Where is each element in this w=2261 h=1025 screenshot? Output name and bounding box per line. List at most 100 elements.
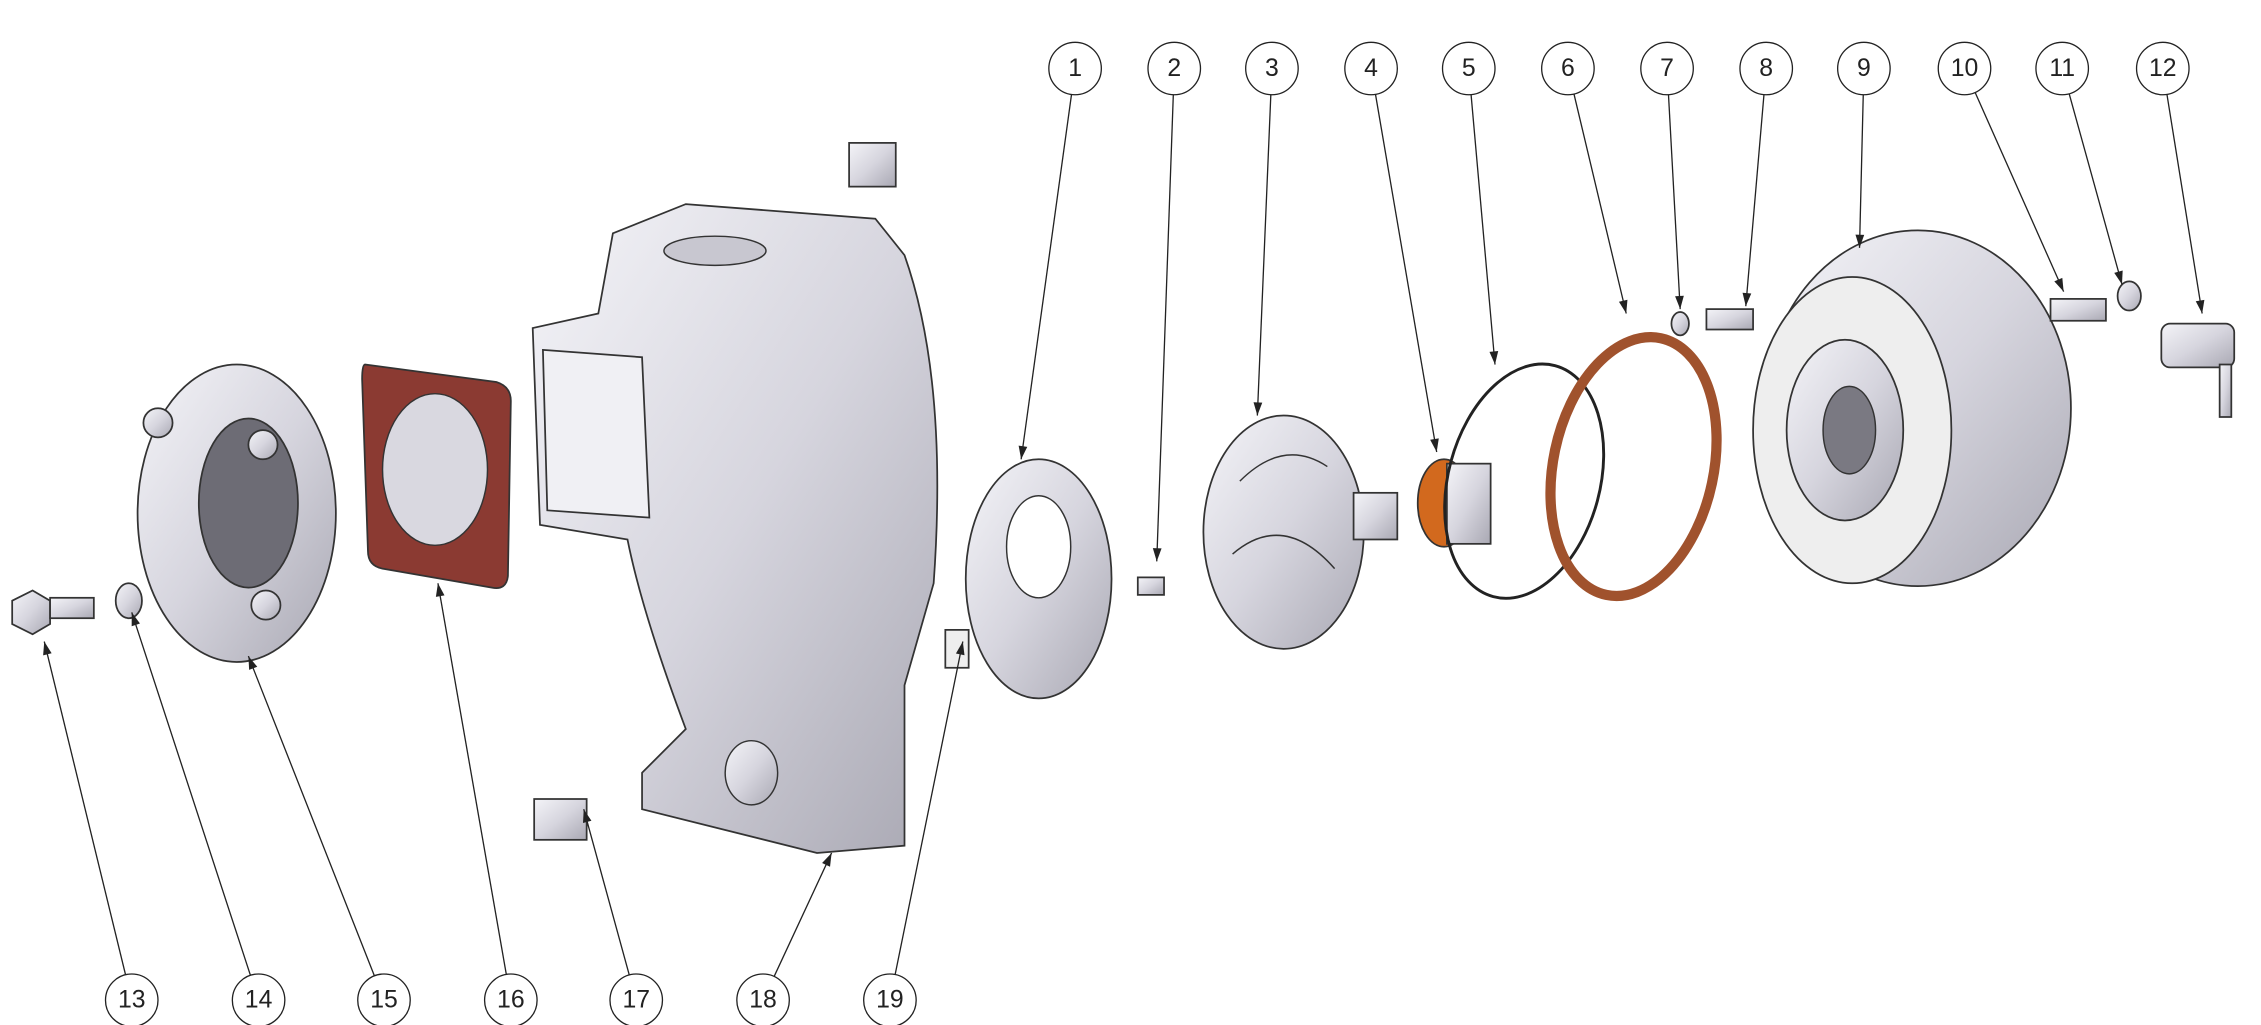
callout-number: 19 (876, 987, 904, 1014)
balloon-circle (483, 973, 538, 1025)
arrowhead-icon (1430, 438, 1439, 452)
arrowhead-icon (1018, 445, 1028, 460)
callout-19: 19 (863, 641, 965, 1025)
arrowhead-icon (1675, 295, 1684, 310)
arrowhead-icon (43, 641, 52, 656)
callout-8: 8 (1739, 41, 1794, 307)
callout-number: 14 (245, 987, 273, 1014)
callout-9: 9 (1836, 41, 1891, 248)
balloon-circle (1836, 41, 1891, 96)
leader-line (1573, 93, 1627, 314)
callout-7: 7 (1640, 41, 1694, 310)
part-13-bolt (11, 589, 95, 636)
balloon-circle (1937, 41, 1992, 96)
part-14-washer (114, 582, 143, 620)
leader-line (247, 655, 375, 977)
balloon-circle (1048, 41, 1102, 96)
part-16-gasket-plate (361, 363, 512, 589)
leader-line (2166, 94, 2203, 314)
balloon-circle (1739, 41, 1794, 96)
balloon-circle (1640, 41, 1694, 96)
leader-line (1374, 94, 1438, 453)
arrowhead-icon (1618, 299, 1628, 314)
balloon-circle (357, 973, 411, 1025)
callout-number: 7 (1660, 55, 1674, 82)
callout-6: 6 (1541, 41, 1628, 314)
balloon-circle (1245, 41, 1299, 96)
arrowhead-icon (1253, 402, 1263, 416)
callout-15: 15 (247, 655, 411, 1025)
arrowhead-icon (1855, 234, 1865, 248)
callout-4: 4 (1344, 41, 1439, 453)
callout-number: 5 (1462, 55, 1476, 82)
arrowhead-icon (131, 612, 140, 627)
callout-11: 11 (2035, 41, 2123, 285)
leader-line (1858, 94, 1864, 248)
arrowhead-icon (582, 809, 592, 824)
part-1-wear-plate (964, 458, 1113, 700)
part-10-bolt (2049, 298, 2107, 322)
part-12-clamp (2160, 322, 2236, 418)
callout-number: 17 (622, 987, 650, 1014)
leader-line (2068, 93, 2123, 285)
callout-number: 12 (2149, 55, 2177, 82)
callout-3: 3 (1245, 41, 1299, 416)
leader-line (894, 641, 964, 975)
callout-number: 2 (1167, 55, 1181, 82)
balloon-circle (1541, 41, 1595, 96)
callout-13: 13 (43, 641, 159, 1025)
callout-number: 4 (1364, 55, 1378, 82)
arrowhead-icon (2054, 277, 2064, 292)
balloon-circle (609, 973, 664, 1025)
balloon-circle (231, 973, 286, 1025)
balloon-circle (2035, 41, 2090, 96)
part-3-impeller (1202, 414, 1399, 650)
balloon-circle (1441, 41, 1496, 96)
leader-line (43, 641, 127, 975)
callout-number: 15 (370, 987, 398, 1014)
leader-line (1020, 94, 1073, 460)
callout-16: 16 (435, 583, 538, 1025)
balloon-circle (2135, 41, 2190, 96)
callout-number: 3 (1265, 55, 1279, 82)
arrowhead-icon (1742, 292, 1752, 307)
part-7-washer (1670, 311, 1690, 337)
arrowhead-icon (2195, 299, 2205, 314)
arrowhead-icon (248, 656, 258, 670)
leader-line (583, 809, 630, 976)
leader-line (1974, 92, 2065, 292)
leader-line (1470, 94, 1496, 365)
balloon-circle (104, 973, 159, 1025)
part-19-tag (944, 628, 970, 669)
part-18-pump-casing (531, 203, 939, 854)
callout-1: 1 (1018, 41, 1102, 460)
callout-number: 8 (1759, 55, 1773, 82)
callout-14: 14 (131, 612, 286, 1025)
callout-5: 5 (1441, 41, 1499, 365)
balloon-circle (1147, 41, 1202, 96)
callout-number: 13 (118, 987, 146, 1014)
callout-2: 2 (1147, 41, 1202, 562)
part-9-bracket (1752, 229, 2072, 588)
part-4-seal (1416, 458, 1492, 548)
arrowhead-icon (435, 583, 445, 597)
part-2-screw (1136, 576, 1165, 596)
balloon-circle (1344, 41, 1398, 96)
part-8-bolt (1705, 308, 1754, 331)
callout-number: 16 (497, 987, 525, 1014)
balloon-circle (736, 973, 790, 1025)
callout-number: 11 (2049, 55, 2075, 82)
callout-number: 9 (1857, 55, 1871, 82)
arrowhead-icon (1489, 351, 1499, 365)
part-15-flange (136, 363, 337, 663)
callout-number: 10 (1951, 55, 1979, 82)
arrowhead-icon (955, 641, 965, 656)
parts (11, 142, 2236, 854)
callout-number: 6 (1561, 55, 1575, 82)
callout-12: 12 (2135, 41, 2205, 314)
leader-line (773, 852, 833, 977)
leader-line (1256, 94, 1272, 416)
balloon-circle (863, 973, 917, 1025)
callout-10: 10 (1937, 41, 2065, 292)
